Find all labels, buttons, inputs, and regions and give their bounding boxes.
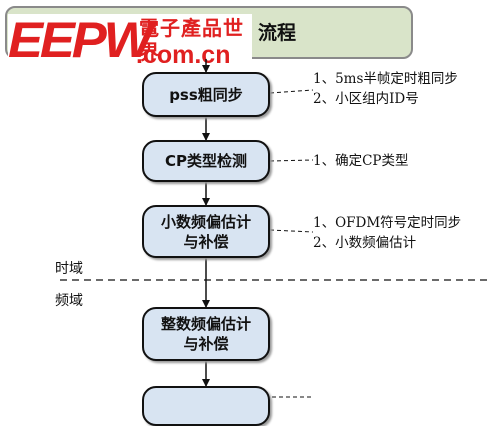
connector-layer — [60, 59, 492, 398]
step-cp-type-detect: CP类型检测 — [142, 140, 270, 182]
note-leader-3 — [269, 229, 314, 233]
note-leader-2 — [269, 159, 314, 162]
note-pss: 1、5ms半帧定时粗同步 2、小区组内ID号 — [313, 71, 458, 107]
note-cp: 1、确定CP类型 — [313, 153, 409, 169]
step-partial-box — [142, 386, 270, 426]
logo-word: EEPW — [8, 12, 153, 68]
note-leader-1 — [269, 89, 314, 94]
time-domain-label: 时域 — [55, 261, 83, 277]
freq-domain-label: 频域 — [55, 293, 83, 309]
logo-url: .com.cn — [136, 41, 231, 69]
step-fractional-freq-offset: 小数频偏估计 与补偿 — [142, 205, 270, 258]
flow-title: 流程 — [258, 22, 297, 44]
logo-chinese-name: 電子產品世界 — [139, 16, 244, 64]
note-fractional: 1、OFDM符号定时同步 2、小数频偏估计 — [313, 215, 462, 251]
step-pss-coarse-sync: pss粗同步 — [142, 72, 270, 117]
eepw-logo: EEPW 電子產品世界 .com.cn — [8, 14, 252, 72]
step-integer-freq-offset: 整数频偏估计 与补偿 — [142, 307, 270, 361]
